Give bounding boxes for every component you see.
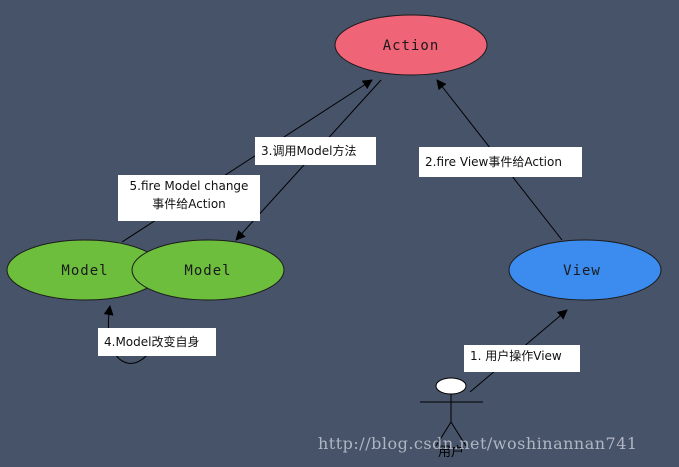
edge-label-model-self: 4.Model改变自身 (98, 328, 216, 356)
model-node-right-label: Model (184, 263, 231, 279)
model-node-right (131, 239, 285, 301)
edge-label-view-to-action: 2.fire View事件给Action (419, 147, 582, 177)
edge-label-view-to-action-text: 2.fire View事件给Action (425, 155, 562, 169)
edge-label-user-to-view: 1. 用户操作View (464, 345, 580, 372)
view-node (508, 239, 662, 301)
view-node-label: View (563, 263, 601, 279)
edge-label-model-to-action: 5.fire Model change 事件给Action (118, 175, 260, 221)
action-node-label: Action (383, 38, 440, 54)
edge-label-model-to-action-line2: 事件给Action (152, 197, 226, 211)
edge-label-model-to-action-line1: 5.fire Model change (129, 179, 249, 193)
edge-label-model-self-text: 4.Model改变自身 (104, 335, 200, 349)
action-node (334, 14, 488, 76)
edge-label-action-to-model: 3.调用Model方法 (255, 137, 376, 165)
user-actor-label: 用户 (438, 444, 464, 460)
edge-label-user-to-view-text: 1. 用户操作View (470, 349, 562, 363)
edge-label-action-to-model-text: 3.调用Model方法 (261, 144, 357, 158)
user-actor-icon (420, 377, 483, 447)
model-node-left-label: Model (61, 263, 108, 279)
watermark-text: http://blog.csdn.net/woshinannan741 (318, 434, 638, 453)
